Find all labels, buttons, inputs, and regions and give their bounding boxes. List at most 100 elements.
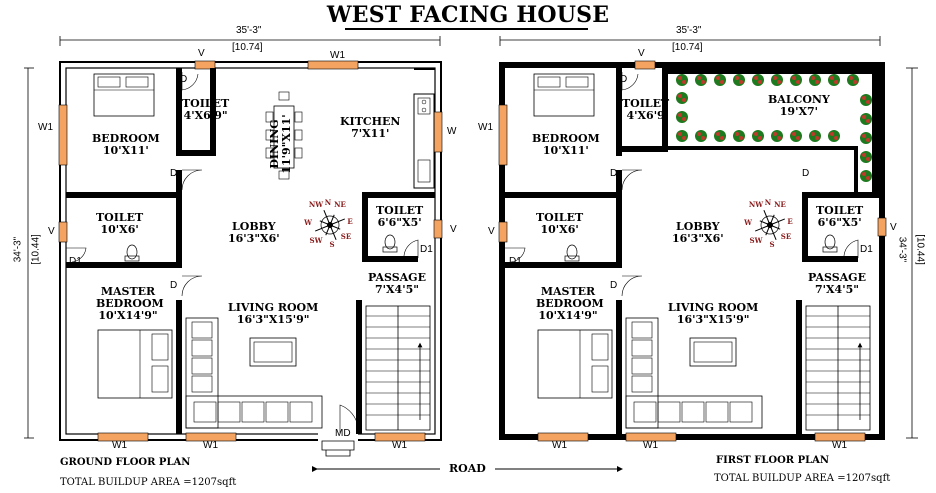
gf-buildup-area: TOTAL BUILDUP AREA =1207sqft [60, 477, 237, 488]
compass-label-sw: SW [310, 236, 323, 245]
planter-flower [834, 136, 838, 140]
planter-foliage [676, 74, 688, 86]
planter-flower [853, 80, 857, 84]
sofa-frame [625, 317, 659, 429]
gf-height-dim-m-text: [10.44] [30, 234, 42, 265]
planter-flower [792, 76, 796, 80]
ff-buildup-area: TOTAL BUILDUP AREA =1207sqft [714, 473, 891, 484]
gf-window-w1-bottom-3 [374, 432, 426, 442]
compass-label-e: E [347, 217, 352, 226]
dining-chair [265, 111, 274, 123]
compass-label-s: S [329, 240, 334, 249]
planter-flower [735, 132, 739, 136]
planter-flower [697, 132, 701, 136]
ff-opening-w1-left: W1 [478, 122, 493, 133]
planter-flower [739, 136, 743, 140]
gf-opening-d1-right: D1 [420, 244, 433, 255]
gf-opening-md: MD [335, 428, 351, 439]
ff-wc-right [822, 234, 838, 253]
gf-stair-treads [366, 315, 430, 416]
gf-window-w-right [433, 111, 443, 153]
planter-flower [678, 94, 682, 98]
planter-flower [678, 76, 682, 80]
gf-width-dim-text: 35'-3" [236, 25, 262, 36]
ff-height-dim-text: 34'-3" [896, 236, 908, 263]
planter-flower [796, 80, 800, 84]
ff-opening-d-1: D [610, 168, 618, 179]
planter-foliage [809, 130, 821, 142]
gf-window-v-right [433, 219, 443, 239]
gf-entrance-steps [321, 440, 355, 457]
ff-width-dim-m-text: [10.74] [672, 42, 703, 53]
first-floor-plan [498, 36, 918, 442]
planter-flower [830, 76, 834, 80]
ff-opening-d-2: D [610, 280, 618, 291]
gf-wc-right [382, 234, 398, 253]
ff-window-w1-bottom-3 [814, 432, 866, 442]
sofa-cushion [705, 401, 729, 423]
planter-flower [866, 100, 870, 104]
gf-window-v-left [58, 221, 68, 243]
compass-label-nw: NW [309, 200, 323, 209]
ff-opening-d-3: D [620, 74, 628, 85]
planter-flower [716, 76, 720, 80]
planter-foliage [860, 170, 872, 182]
planter-flower [758, 136, 762, 140]
gf-window-w1-bottom-1 [97, 432, 149, 442]
planter-foliage [828, 130, 840, 142]
planter-flower [682, 98, 686, 102]
ff-opening-v-top: V [638, 48, 645, 59]
compass-label-n: N [765, 198, 772, 207]
dining-chair [265, 129, 274, 141]
compass-label-ne: NE [774, 200, 786, 209]
planter-flower [830, 132, 834, 136]
gf-opening-d1-left: D1 [69, 256, 82, 267]
ff-opening-d1-left: D1 [509, 256, 522, 267]
compass-label-nw: NW [749, 200, 763, 209]
ff-balcony-planters [676, 74, 872, 182]
sofa-cushion [191, 375, 213, 393]
gf-window-v-top [194, 60, 216, 70]
planter-flower [773, 132, 777, 136]
compass-label-ne: NE [334, 200, 346, 209]
gf-dining-table [273, 105, 295, 169]
ff-window-w1-bottom-2 [625, 432, 677, 442]
planter-flower [678, 113, 682, 117]
sofa-frame [185, 395, 323, 429]
compass-label-sw: SW [750, 236, 763, 245]
sofa-frame [185, 317, 219, 429]
dining-chair [265, 147, 274, 159]
dining-chair [294, 129, 303, 141]
gf-opening-d-1: D [170, 168, 178, 179]
planter-foliage [860, 151, 872, 163]
dining-chair [278, 170, 290, 180]
sofa-cushion [289, 401, 313, 423]
planter-foliage [752, 130, 764, 142]
sofa-cushion [631, 339, 653, 357]
planter-flower [754, 76, 758, 80]
planter-flower [697, 76, 701, 80]
gf-opening-d-2: D [170, 280, 178, 291]
sofa-cushion [633, 401, 657, 423]
planter-flower [815, 136, 819, 140]
ff-opening-d1-right: D1 [860, 244, 873, 255]
sofa-cushion [191, 339, 213, 357]
planter-foliage [676, 111, 688, 123]
planter-flower [866, 176, 870, 180]
compass-label-n: N [325, 198, 332, 207]
gf-opening-w1-top: W1 [330, 50, 345, 61]
sofa-cushion [657, 401, 681, 423]
planter-flower [682, 80, 686, 84]
ff-opening-v-right: V [890, 222, 897, 233]
planter-foliage [733, 74, 745, 86]
gf-opening-w-right: W [447, 126, 457, 137]
